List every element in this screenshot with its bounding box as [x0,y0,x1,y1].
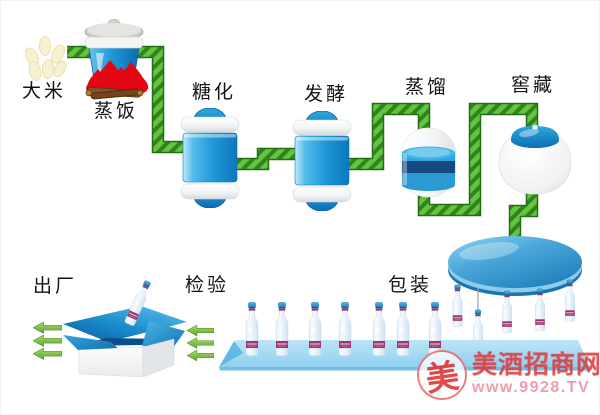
bottle-icon [452,284,463,328]
shipping-box-icon [63,278,187,378]
flow-arrow-icon [33,335,62,347]
bottle-icon [338,302,352,357]
stage-label-packaging: 包装 [388,275,433,296]
steaming-pot-icon [84,19,149,100]
flow-arrow-icon [187,325,214,336]
bottle-icon [428,302,442,357]
shipping-flow-arrows [33,322,62,360]
bottle-icon [275,302,289,357]
flow-arrow-icon [33,348,62,360]
flow-arrow-icon [33,322,62,334]
bottle-icon [534,288,546,332]
bottle-icon [308,302,322,357]
bottle-icon [396,302,410,357]
fermentation-tank-icon [292,111,352,211]
stage-label-shipping: 出厂 [33,276,78,297]
cellar-jar-icon [498,124,572,195]
flow-arrow-icon [187,337,214,349]
stage-label-steaming: 蒸饭 [94,101,139,122]
bottle-icon [245,302,259,357]
filling-carousel-icon [448,236,582,296]
bottle-icon [501,290,513,334]
inspection-flow-arrows [187,325,214,361]
bottle-icon [372,302,386,357]
distillation-vessel-icon [400,127,457,198]
flow-arrow-icon [187,350,214,361]
saccharification-tank-icon [180,108,240,208]
stage-label-cellaring: 窖藏 [511,75,556,96]
stage-label-inspection: 检验 [185,275,230,296]
rice-grains-icon [25,36,67,81]
stage-label-fermentation: 发酵 [304,84,349,105]
stage-label-saccharification: 糖化 [192,82,237,103]
stage-label-distillation: 蒸馏 [405,77,450,98]
hanging-bottles [452,279,576,353]
firewood-icon [85,86,144,100]
stage-label-rice: 大米 [22,81,67,102]
pipe-network [67,45,539,243]
